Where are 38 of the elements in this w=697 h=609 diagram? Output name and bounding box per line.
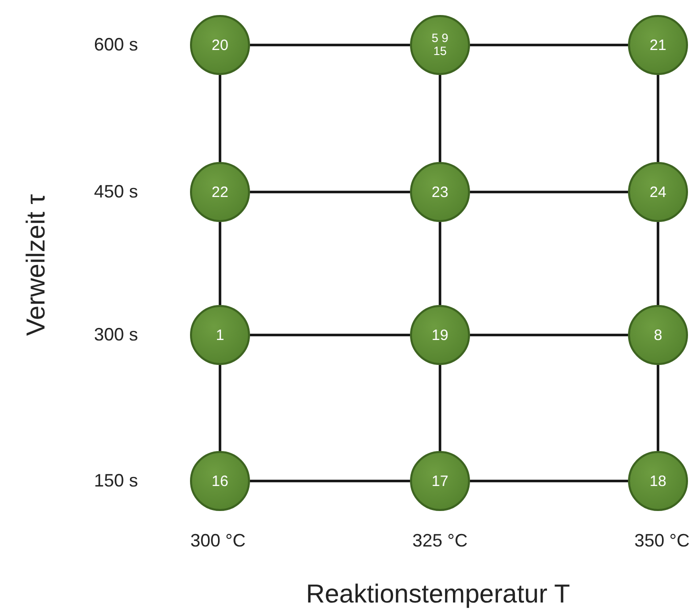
connector-line bbox=[218, 365, 222, 451]
connector-line bbox=[250, 480, 410, 482]
connector-line bbox=[438, 222, 442, 305]
connector-line bbox=[218, 75, 222, 162]
run-number: 22 bbox=[212, 184, 228, 200]
axis-tick-label: 350 °C bbox=[634, 530, 690, 552]
connector-line bbox=[470, 334, 628, 336]
run-number: 1 bbox=[216, 326, 224, 344]
run-number: 18 bbox=[650, 472, 666, 490]
connector-line bbox=[250, 190, 410, 194]
connector-line bbox=[656, 365, 660, 451]
run-number: 16 bbox=[212, 472, 228, 490]
axis-title: Reaktionstemperatur T bbox=[306, 578, 570, 609]
connector-line bbox=[250, 334, 410, 336]
run-number: 21 bbox=[650, 36, 666, 54]
connector-line bbox=[656, 75, 660, 162]
axis-title: Verweilzeit τ bbox=[20, 194, 52, 336]
connector-line bbox=[470, 44, 628, 46]
run-number: 17 bbox=[432, 472, 448, 490]
connector-line bbox=[438, 365, 442, 451]
axis-tick-label: 325 °C bbox=[412, 530, 468, 552]
run-number: 23 bbox=[432, 184, 448, 200]
connector-line bbox=[656, 222, 660, 305]
run-number: 24 bbox=[650, 184, 666, 200]
axis-tick-label: 150 s bbox=[94, 470, 138, 492]
run-number: 5 9 15 bbox=[430, 32, 450, 58]
connector-line bbox=[438, 75, 442, 162]
axis-tick-label: 600 s bbox=[94, 34, 138, 56]
axis-tick-label: 300 °C bbox=[190, 530, 246, 552]
connector-line bbox=[470, 190, 628, 194]
connector-line bbox=[250, 44, 410, 46]
connector-line bbox=[218, 222, 222, 305]
run-number: 20 bbox=[212, 36, 228, 54]
run-number: 19 bbox=[432, 326, 448, 344]
run-number: 8 bbox=[654, 326, 662, 344]
axis-tick-label: 300 s bbox=[94, 324, 138, 346]
connector-line bbox=[470, 480, 628, 482]
axis-tick-label: 450 s bbox=[94, 182, 138, 202]
